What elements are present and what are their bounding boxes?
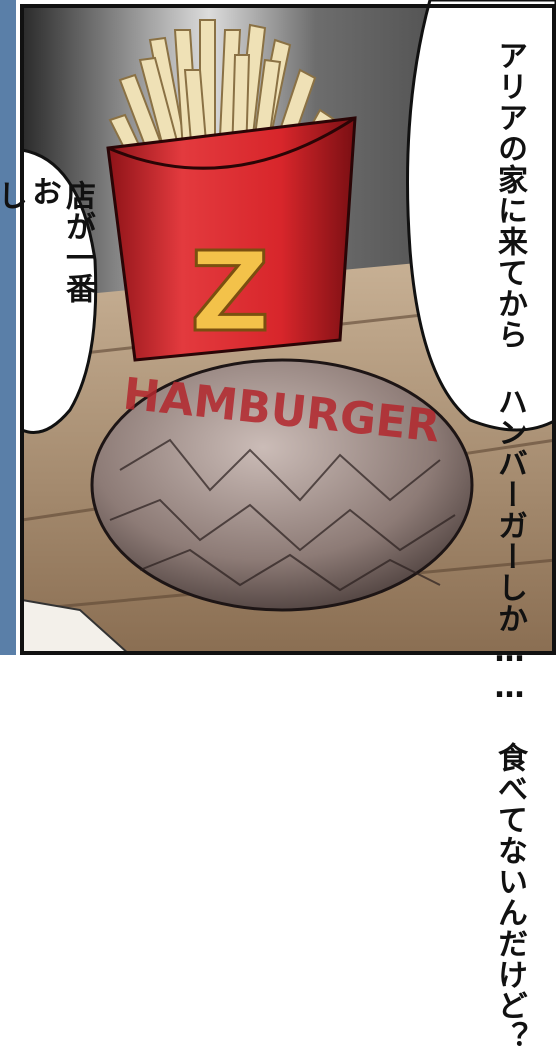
speech-line: お	[26, 176, 60, 304]
panel-art: Z HAMBURGER	[0, 0, 556, 655]
speech-line: ハンバーガーしか……	[492, 386, 527, 706]
speech-line: アリアの家に来てから	[492, 40, 527, 350]
manga-panel: Z HAMBURGER アリアの家に来てから ハンバーガーしか…… 食べてないん…	[0, 0, 556, 655]
speech-text-left: 店が一番 お し	[0, 180, 94, 304]
left-panel-strip	[0, 0, 16, 655]
speech-line: し	[0, 180, 26, 304]
carton-logo: Z	[190, 228, 270, 356]
speech-line: 食べてないんだけど？	[492, 742, 527, 1052]
speech-line: 店が一番	[60, 180, 94, 304]
speech-text-right: アリアの家に来てから ハンバーガーしか…… 食べてないんだけど？	[492, 40, 526, 1052]
